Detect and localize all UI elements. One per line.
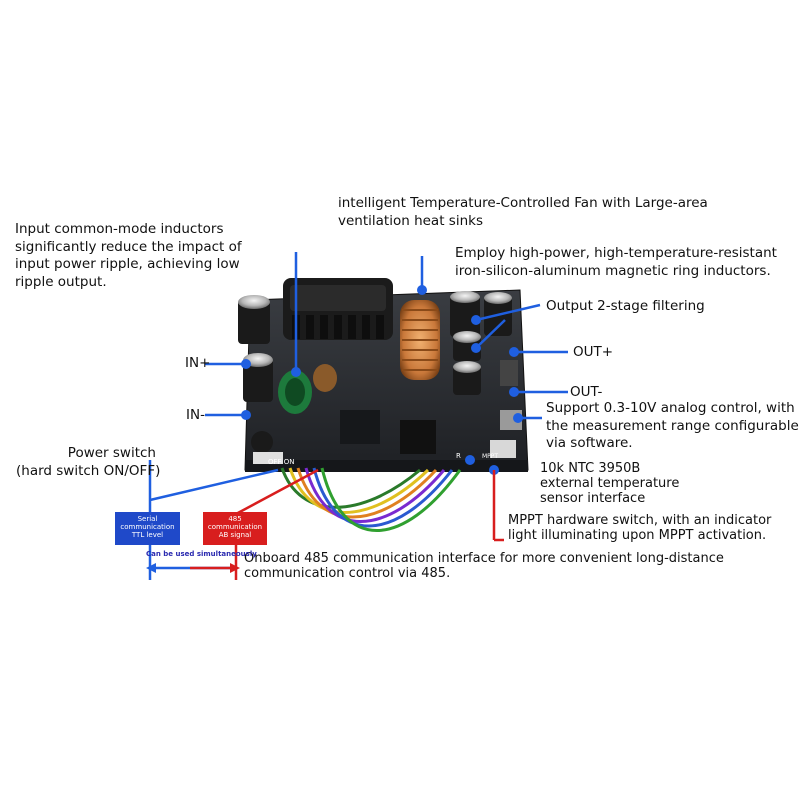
power-switch-line: (hard switch ON/OFF) (16, 462, 161, 479)
magnetic-inductors-line: iron-silicon-aluminum magnetic ring indu… (455, 262, 771, 279)
rs485-box-line: communication (207, 523, 263, 531)
mppt-line: light illuminating upon MPPT activation. (508, 528, 767, 543)
input-inductors-callout: Input common-mode inductors significantl… (15, 221, 242, 291)
input-inductors-line: significantly reduce the impact of (15, 238, 242, 255)
common-mode-inductor (278, 364, 337, 414)
simultaneous-arrow (146, 563, 240, 573)
rs485-line: communication control via 485. (244, 566, 451, 581)
serial-box-line: Serial (137, 515, 158, 523)
analog-control-line: the measurement range configurable (546, 417, 799, 434)
fan-heatsink (283, 278, 393, 340)
in-minus-label: IN- (186, 407, 205, 423)
analog-control-line: via software. (546, 435, 633, 451)
ntc-callout: 10k NTC 3950B external temperature senso… (540, 461, 679, 506)
out-plus-label: OUT+ (573, 344, 614, 360)
input-inductors-line: ripple output. (15, 273, 107, 290)
serial-box-line: communication (120, 523, 175, 531)
ntc-line: 10k NTC 3950B (540, 461, 641, 476)
wire-harness (280, 467, 462, 532)
input-capacitors (238, 295, 273, 402)
off-on-mark: OFF ON (268, 458, 295, 466)
input-inductors-line: input power ripple, achieving low (15, 256, 240, 272)
serial-box-line: TTL level (131, 531, 164, 539)
magnetic-inductors-line: Employ high-power, high-temperature-resi… (455, 245, 777, 261)
serial-ttl-box: Serial communication TTL level (115, 512, 180, 545)
output-capacitors (450, 291, 512, 395)
magnetic-inductors-callout: Employ high-power, high-temperature-resi… (455, 245, 777, 280)
rs485-box-line: AB signal (218, 531, 252, 539)
mppt-pcb-mark: MPPT (482, 453, 498, 460)
fan-callout: intelligent Temperature-Controlled Fan w… (338, 195, 708, 230)
mppt-line: MPPT hardware switch, with an indicator (508, 513, 772, 528)
leader-lines (148, 252, 568, 580)
analog-control-callout: Support 0.3-10V analog control, with the… (546, 400, 799, 453)
fan-callout-line: intelligent Temperature-Controlled Fan w… (338, 195, 708, 211)
rs485-ab-box: 485 communication AB signal (203, 512, 267, 545)
rs485-callout: Onboard 485 communication interface for … (244, 551, 724, 581)
rs485-box-line: 485 (228, 515, 242, 523)
board-components (251, 360, 522, 464)
ntc-line: sensor interface (540, 491, 646, 506)
ntc-pcb-mark: R (456, 452, 461, 460)
simultaneous-label: Can be used simultaneously (146, 550, 257, 558)
rs485-line: Onboard 485 communication interface for … (244, 551, 724, 566)
ntc-line: external temperature (540, 476, 680, 491)
output-filter-callout: Output 2-stage filtering (546, 298, 705, 314)
mppt-callout: MPPT hardware switch, with an indicator … (508, 513, 771, 543)
magnetic-ring-inductor (400, 300, 440, 380)
in-plus-label: IN+ (185, 355, 211, 371)
analog-control-line: Support 0.3-10V analog control, with (546, 400, 795, 416)
power-switch-line: Power switch (67, 445, 156, 461)
input-inductors-line: Input common-mode inductors (15, 221, 224, 237)
power-switch-callout: Power switch (hard switch ON/OFF) (16, 445, 161, 480)
out-minus-label: OUT- (570, 384, 603, 400)
fan-callout-line: ventilation heat sinks (338, 212, 483, 229)
